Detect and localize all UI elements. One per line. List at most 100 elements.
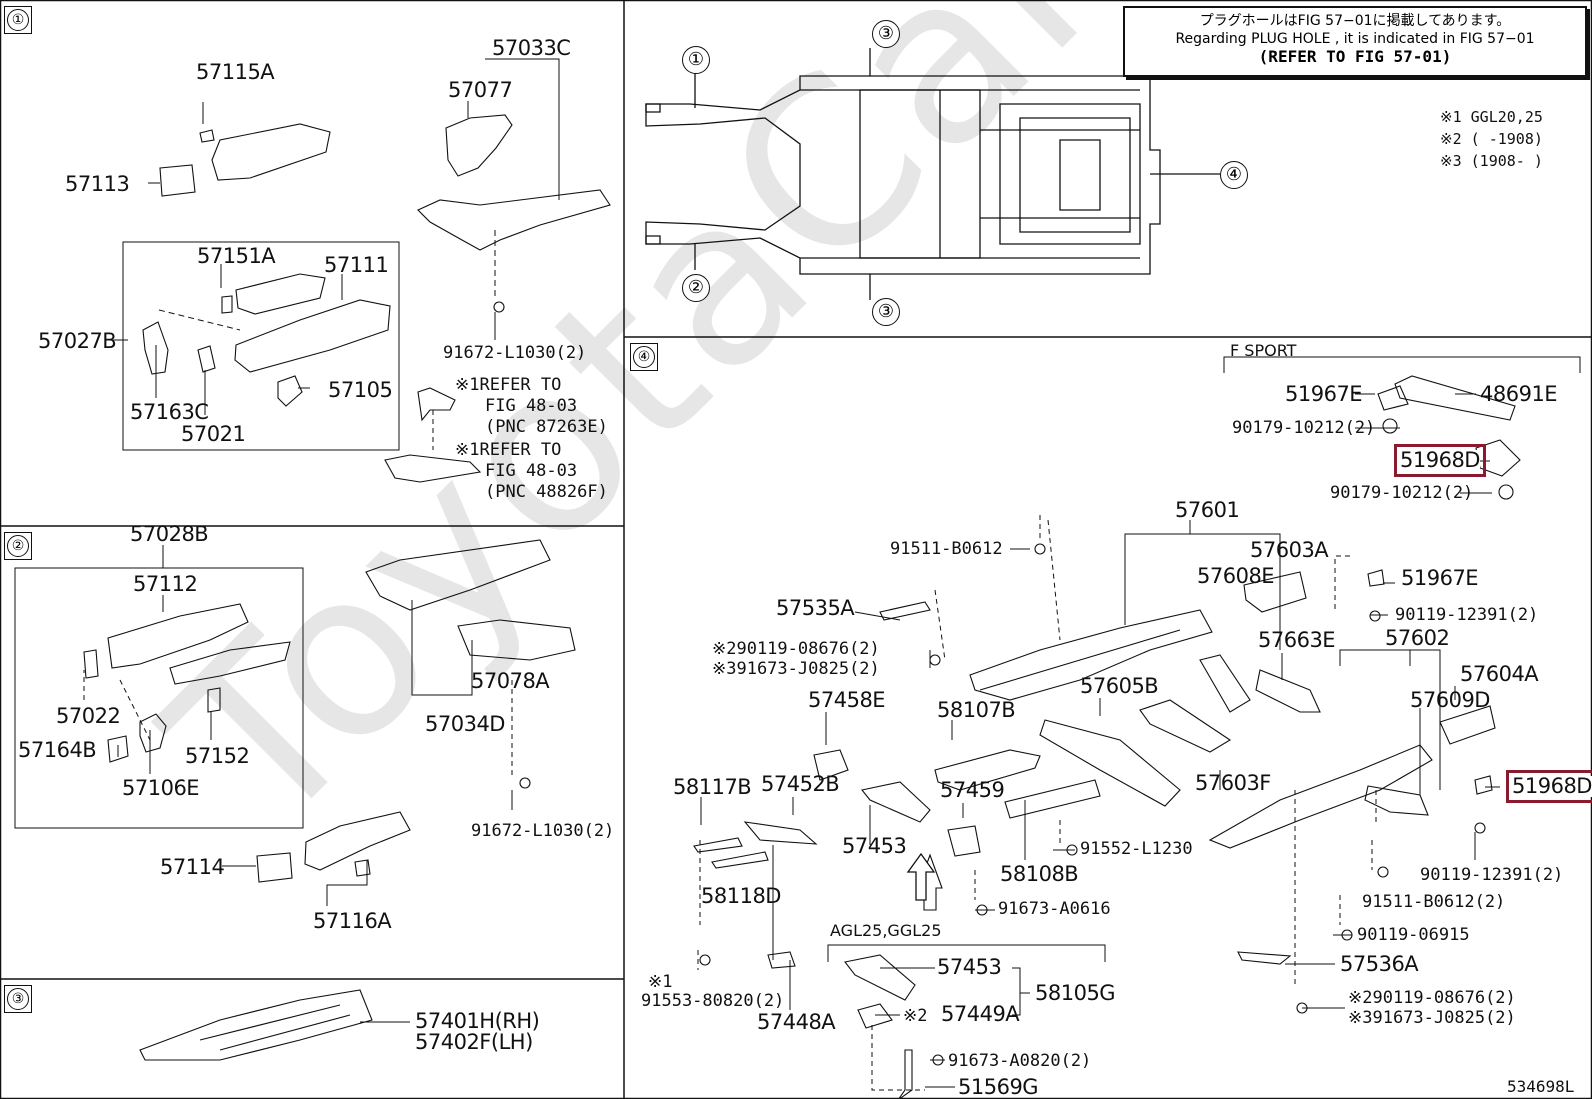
part-57535A[interactable]: 57535A xyxy=(776,596,855,620)
part-57609D[interactable]: 57609D xyxy=(1410,688,1490,712)
part-57603A[interactable]: 57603A xyxy=(1250,538,1329,562)
note-refer-link[interactable]: (REFER TO FIG 57-01) xyxy=(1258,47,1452,66)
part-57116A[interactable]: 57116A xyxy=(313,909,392,933)
section2-leaders xyxy=(83,545,513,906)
part-58105G[interactable]: 58105G xyxy=(1035,981,1116,1005)
part-58107B[interactable]: 58107B xyxy=(937,698,1016,722)
part-90119-08676-a[interactable]: ※290119-08676(2) xyxy=(712,639,880,659)
part-57022[interactable]: 57022 xyxy=(56,704,121,728)
part-51967E[interactable]: 51967E xyxy=(1401,566,1479,590)
part-57401H-rh[interactable]: 57401H(RH) xyxy=(415,1009,540,1033)
part-57452B[interactable]: 57452B xyxy=(761,772,840,796)
part-91672-L1030-s1[interactable]: 91672-L1030(2) xyxy=(443,343,587,363)
part-90119-08676-b[interactable]: ※290119-08676(2) xyxy=(1348,988,1516,1008)
part-91511-B0612[interactable]: 91511-B0612 xyxy=(890,539,1003,559)
part-57602[interactable]: 57602 xyxy=(1385,626,1450,650)
part-48691E[interactable]: 48691E xyxy=(1480,382,1558,406)
bolt-icons xyxy=(493,301,1486,1066)
part-91673-A0616[interactable]: 91673-A0616 xyxy=(998,899,1111,919)
part-57449A-note-mark: ※2 xyxy=(903,1006,928,1026)
part-90119-12391-a[interactable]: 90119-12391(2) xyxy=(1395,605,1539,625)
part-57603F[interactable]: 57603F xyxy=(1195,771,1271,795)
legend-2: ※2 ( -1908) xyxy=(1440,130,1543,148)
part-58118D[interactable]: 58118D xyxy=(701,884,781,908)
part-57453-agl[interactable]: 57453 xyxy=(937,955,1002,979)
refer-87263E-line2[interactable]: FIG 48-03 xyxy=(485,396,578,416)
part-57028B[interactable]: 57028B xyxy=(130,522,209,546)
overview-callout-4[interactable]: ④ xyxy=(1220,161,1248,189)
part-57078A[interactable]: 57078A xyxy=(471,669,550,693)
part-51968D-highlighted-b[interactable]: 51968D xyxy=(1506,770,1592,803)
part-91673-J0825-b[interactable]: ※391673-J0825(2) xyxy=(1348,1008,1516,1028)
part-57021[interactable]: 57021 xyxy=(181,422,246,446)
part-57151A[interactable]: 57151A xyxy=(197,244,276,268)
part-90179-10212-a[interactable]: 90179-10212(2) xyxy=(1232,418,1376,438)
part-57163C[interactable]: 57163C xyxy=(130,400,209,424)
part-57536A[interactable]: 57536A xyxy=(1340,952,1419,976)
part-57604A[interactable]: 57604A xyxy=(1460,662,1539,686)
part-91673-A0820[interactable]: 91673-A0820(2) xyxy=(948,1051,1092,1071)
section4-leaders xyxy=(697,356,1581,1091)
part-57111[interactable]: 57111 xyxy=(324,253,389,277)
part-91552-L1230[interactable]: 91552-L1230 xyxy=(1080,839,1193,859)
legend-1: ※1 GGL20,25 xyxy=(1440,108,1543,126)
overview-callout-3-top[interactable]: ③ xyxy=(872,20,900,48)
part-57105[interactable]: 57105 xyxy=(328,378,393,402)
front-direction-arrow-icon xyxy=(906,852,936,901)
part-51967E-fsport[interactable]: 51967E xyxy=(1285,382,1363,406)
part-51968D-highlighted-a[interactable]: 51968D xyxy=(1394,444,1486,477)
part-57115A[interactable]: 57115A xyxy=(196,60,275,84)
part-57458E[interactable]: 57458E xyxy=(808,688,886,712)
part-58108B[interactable]: 58108B xyxy=(1000,862,1079,886)
refer-87263E-line3[interactable]: (PNC 87263E) xyxy=(485,417,608,437)
refer-48826F-line3[interactable]: (PNC 48826F) xyxy=(485,482,608,502)
part-57113[interactable]: 57113 xyxy=(65,172,130,196)
agl-ggl-group-label: AGL25,GGL25 xyxy=(830,921,942,940)
part-57663E[interactable]: 57663E xyxy=(1258,628,1336,652)
part-sketches xyxy=(83,114,1521,1099)
overview-callout-2[interactable]: ② xyxy=(682,274,710,302)
part-57605B[interactable]: 57605B xyxy=(1080,674,1159,698)
part-51569G[interactable]: 51569G xyxy=(958,1075,1039,1099)
part-57114[interactable]: 57114 xyxy=(160,855,225,879)
part-57106E[interactable]: 57106E xyxy=(122,776,200,800)
part-91511-B0612-2[interactable]: 91511-B0612(2) xyxy=(1362,892,1506,912)
section-1-marker: ① xyxy=(4,6,32,34)
part-57034D[interactable]: 57034D xyxy=(425,712,505,736)
refer-48826F-line2[interactable]: FIG 48-03 xyxy=(485,461,578,481)
part-90119-06915[interactable]: 90119-06915 xyxy=(1357,925,1470,945)
section-3-marker: ③ xyxy=(4,985,32,1013)
part-57453-main[interactable]: 57453 xyxy=(842,834,907,858)
part-91673-J0825-a[interactable]: ※391673-J0825(2) xyxy=(712,659,880,679)
part-57077[interactable]: 57077 xyxy=(448,78,513,102)
part-57448A[interactable]: 57448A xyxy=(757,1010,836,1034)
part-57449A[interactable]: 57449A xyxy=(941,1002,1020,1026)
part-57164B[interactable]: 57164B xyxy=(18,738,97,762)
part-91553-80820[interactable]: 91553-80820(2) xyxy=(641,991,785,1011)
refer-87263E-line1[interactable]: ※1REFER TO xyxy=(455,375,562,395)
note-line-en: Regarding PLUG HOLE , it is indicated in… xyxy=(1175,31,1535,47)
overview-frame-outline xyxy=(645,48,1220,300)
part-57402F-lh[interactable]: 57402F(LH) xyxy=(415,1030,533,1054)
part-90119-12391-b[interactable]: 90119-12391(2) xyxy=(1420,865,1564,885)
part-57608E[interactable]: 57608E xyxy=(1197,564,1275,588)
figure-id: 534698L xyxy=(1507,1077,1575,1096)
overview-callout-1[interactable]: ① xyxy=(682,46,710,74)
part-91553-note-mark: ※1 xyxy=(648,972,673,992)
part-90179-10212-b[interactable]: 90179-10212(2) xyxy=(1330,483,1474,503)
section1-leaders xyxy=(112,58,560,450)
overview-callout-3-bottom[interactable]: ③ xyxy=(872,298,900,326)
part-58117B[interactable]: 58117B xyxy=(673,775,752,799)
part-91672-L1030-s2[interactable]: 91672-L1030(2) xyxy=(471,821,615,841)
part-57459[interactable]: 57459 xyxy=(940,778,1005,802)
refer-48826F-line1[interactable]: ※1REFER TO xyxy=(455,440,562,460)
part-57027B[interactable]: 57027B xyxy=(38,329,117,353)
part-57033C[interactable]: 57033C xyxy=(492,36,571,60)
section-2-marker: ② xyxy=(4,532,32,560)
note-line-jp: プラグホールはFIG 57−01に掲載してあります。 xyxy=(1199,13,1511,29)
part-57601[interactable]: 57601 xyxy=(1175,498,1240,522)
part-57152[interactable]: 57152 xyxy=(185,744,250,768)
part-57112[interactable]: 57112 xyxy=(133,572,198,596)
